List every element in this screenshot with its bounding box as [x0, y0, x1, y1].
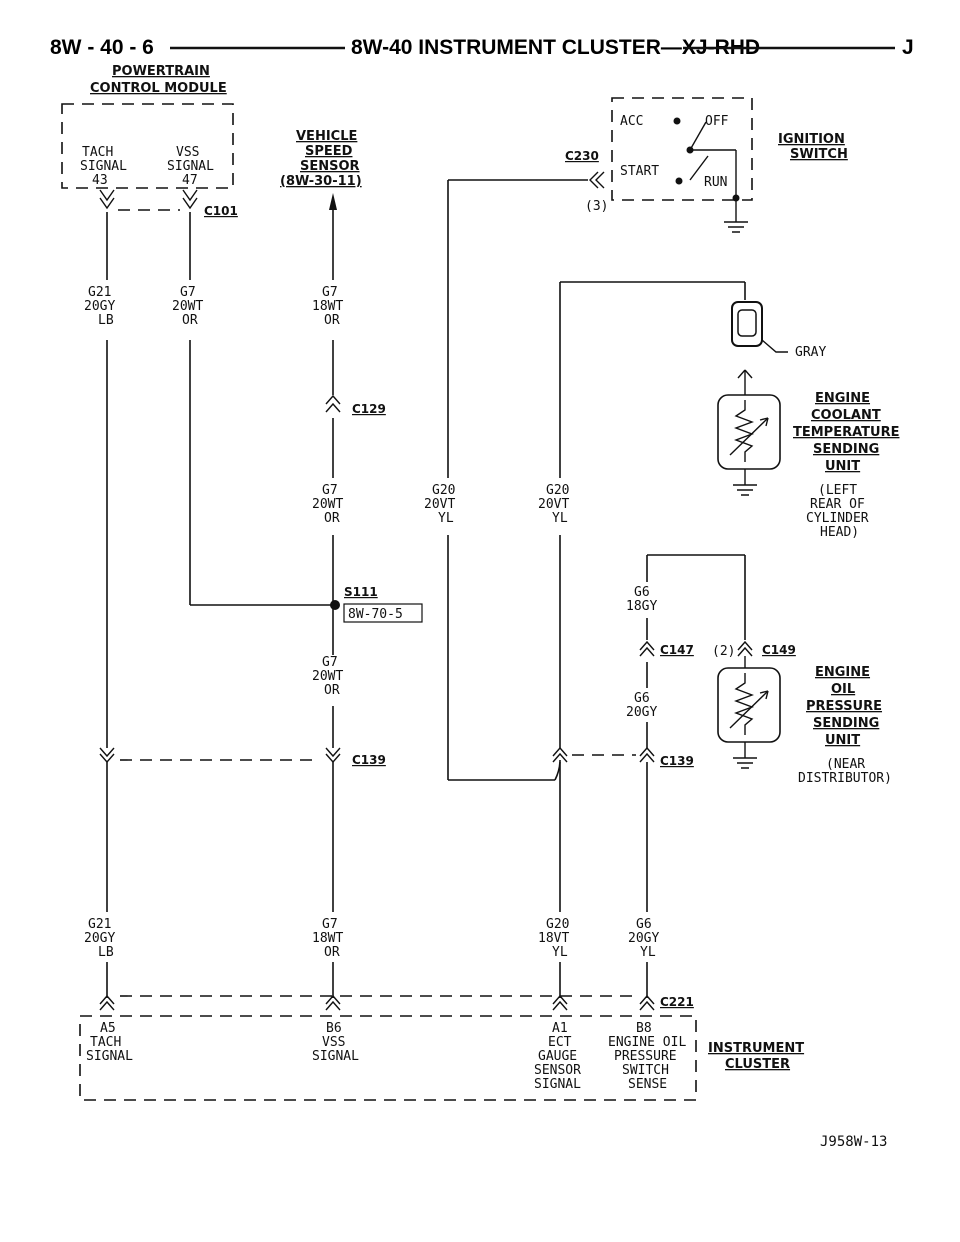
ign-pin: (3)	[585, 199, 608, 214]
splice-s111: S111	[344, 585, 378, 599]
cluster-pin-b8: B8 ENGINE OIL PRESSURE SWITCH SENSE	[608, 1021, 694, 1092]
connector-c129: C129	[352, 402, 386, 416]
oil-sensor: ENGINE OIL PRESSURE SENDING UNIT (NEAR D…	[717, 656, 892, 786]
cluster-box	[79, 1015, 697, 1101]
ignition-box	[611, 97, 753, 201]
ign-run: RUN	[704, 175, 727, 190]
coolant-location: (LEFT REAR OF CYLINDER HEAD)	[806, 483, 876, 540]
pcm-title-2: CONTROL MODULE	[90, 81, 227, 96]
vss-arrow-icon	[329, 193, 337, 210]
connector-c147: C147	[660, 643, 694, 657]
ign-acc: ACC	[620, 114, 643, 129]
oil-title-5: UNIT	[825, 733, 860, 748]
figure-id: J958W-13	[820, 1134, 887, 1150]
resistor-icon	[734, 673, 754, 735]
instrument-cluster: A5 TACH SIGNAL B6 VSS SIGNAL A1 ECT GAUG…	[79, 1015, 804, 1101]
ground-icon	[724, 221, 748, 233]
wire-g7-lower: G7 20WT OR	[312, 655, 351, 698]
page-number: 8W - 40 - 6	[50, 36, 154, 59]
wire-g7-vss-top: G7 18WT OR	[312, 285, 351, 328]
connector-c221: C221	[660, 995, 694, 1009]
vss-label-1: VEHICLE	[296, 129, 357, 144]
connector-c230: C230	[565, 149, 599, 163]
connector-c139-right: C139	[660, 754, 694, 768]
wire-g7-mid: G7 20WT OR	[312, 483, 351, 526]
connector-c149: C149	[762, 643, 796, 657]
vss-sensor: VEHICLE SPEED SENSOR (8W-30-11)	[280, 129, 362, 210]
oil-title-1: ENGINE	[815, 665, 870, 680]
connector-symbols: C129 S111 8W-70-5 C139 C147 (2) C149 C13…	[99, 394, 796, 1011]
oil-sensor-body	[717, 667, 781, 743]
coolant-sensor: GRAY ENGINE COOLANT TEMPERATURE SENDING …	[717, 301, 899, 540]
ign-off: OFF	[705, 114, 729, 129]
ignition-title-1: IGNITION	[778, 132, 845, 147]
coolant-title-1: ENGINE	[815, 391, 870, 406]
oil-title-2: OIL	[831, 682, 855, 697]
pcm-pin-tach: TACH SIGNAL 43	[80, 145, 135, 188]
coolant-sensor-body	[717, 394, 781, 470]
splice-s111-ref: 8W-70-5	[348, 607, 403, 622]
wire-g6-bottom: G6 20GY YL	[628, 917, 667, 960]
wire-g7-pcm-top: G7 20WT OR	[172, 285, 211, 328]
cluster-pin-a5: A5 TACH SIGNAL	[86, 1021, 133, 1064]
wire-runs	[106, 179, 746, 998]
resistor-icon	[734, 400, 754, 462]
ign-start: START	[620, 164, 659, 179]
cluster-title-2: CLUSTER	[725, 1057, 790, 1072]
ignition-title-2: SWITCH	[790, 147, 848, 162]
page-header: 8W - 40 - 6 8W-40 INSTRUMENT CLUSTER—XJ-…	[50, 36, 914, 59]
coolant-title-2: COOLANT	[811, 408, 881, 423]
ignition-switch: ACC OFF START RUN IGNITION SWITCH C230 (…	[565, 97, 848, 233]
oil-location: (NEAR DISTRIBUTOR)	[798, 757, 892, 786]
label-gray: GRAY	[795, 345, 826, 360]
wire-g21-top: G21 20GY LB	[84, 285, 123, 328]
wire-g20-left: G20 20VT YL	[424, 483, 463, 526]
connector-c149-pin: (2)	[712, 644, 735, 659]
page-section: J	[902, 36, 914, 59]
wire-g20-bottom: G20 18VT YL	[538, 917, 577, 960]
oil-title-3: PRESSURE	[806, 699, 882, 714]
cluster-title-1: INSTRUMENT	[708, 1041, 804, 1056]
coolant-title-5: UNIT	[825, 459, 860, 474]
wire-g20-right: G20 20VT YL	[538, 483, 577, 526]
wire-g6-mid: G6 20GY	[626, 691, 657, 720]
pcm-title-1: POWERTRAIN	[112, 64, 210, 79]
wire-g7-bottom: G7 18WT OR	[312, 917, 351, 960]
vss-label-2: SPEED	[305, 144, 353, 159]
connector-c139-left: C139	[352, 753, 386, 767]
gray-connector	[731, 301, 763, 347]
page-title: 8W-40 INSTRUMENT CLUSTER—XJ-RHD	[351, 36, 760, 59]
wire-g21-bottom: G21 20GY LB	[84, 917, 123, 960]
cluster-pin-a1: A1 ECT GAUGE SENSOR SIGNAL	[534, 1021, 589, 1092]
ground-icon	[733, 757, 757, 769]
coolant-title-3: TEMPERATURE	[793, 425, 899, 440]
pcm-pin-vss: VSS SIGNAL 47	[167, 145, 222, 188]
wire-g6-upper: G6 18GY	[626, 585, 657, 614]
vss-label-4: (8W-30-11)	[280, 174, 362, 189]
oil-title-4: SENDING	[813, 716, 879, 731]
vss-label-3: SENSOR	[300, 159, 360, 174]
connector-c101: C101	[204, 204, 238, 218]
coolant-title-4: SENDING	[813, 442, 879, 457]
wire-labels: G21 20GY LB G7 20WT OR G7 18WT OR G7 20W…	[84, 285, 667, 960]
pcm-box	[61, 103, 234, 189]
ground-icon	[733, 484, 757, 496]
pcm-component: POWERTRAIN CONTROL MODULE TACH SIGNAL 43…	[61, 64, 238, 218]
cluster-pin-b6: B6 VSS SIGNAL	[312, 1021, 359, 1064]
splice-dot	[330, 600, 340, 610]
